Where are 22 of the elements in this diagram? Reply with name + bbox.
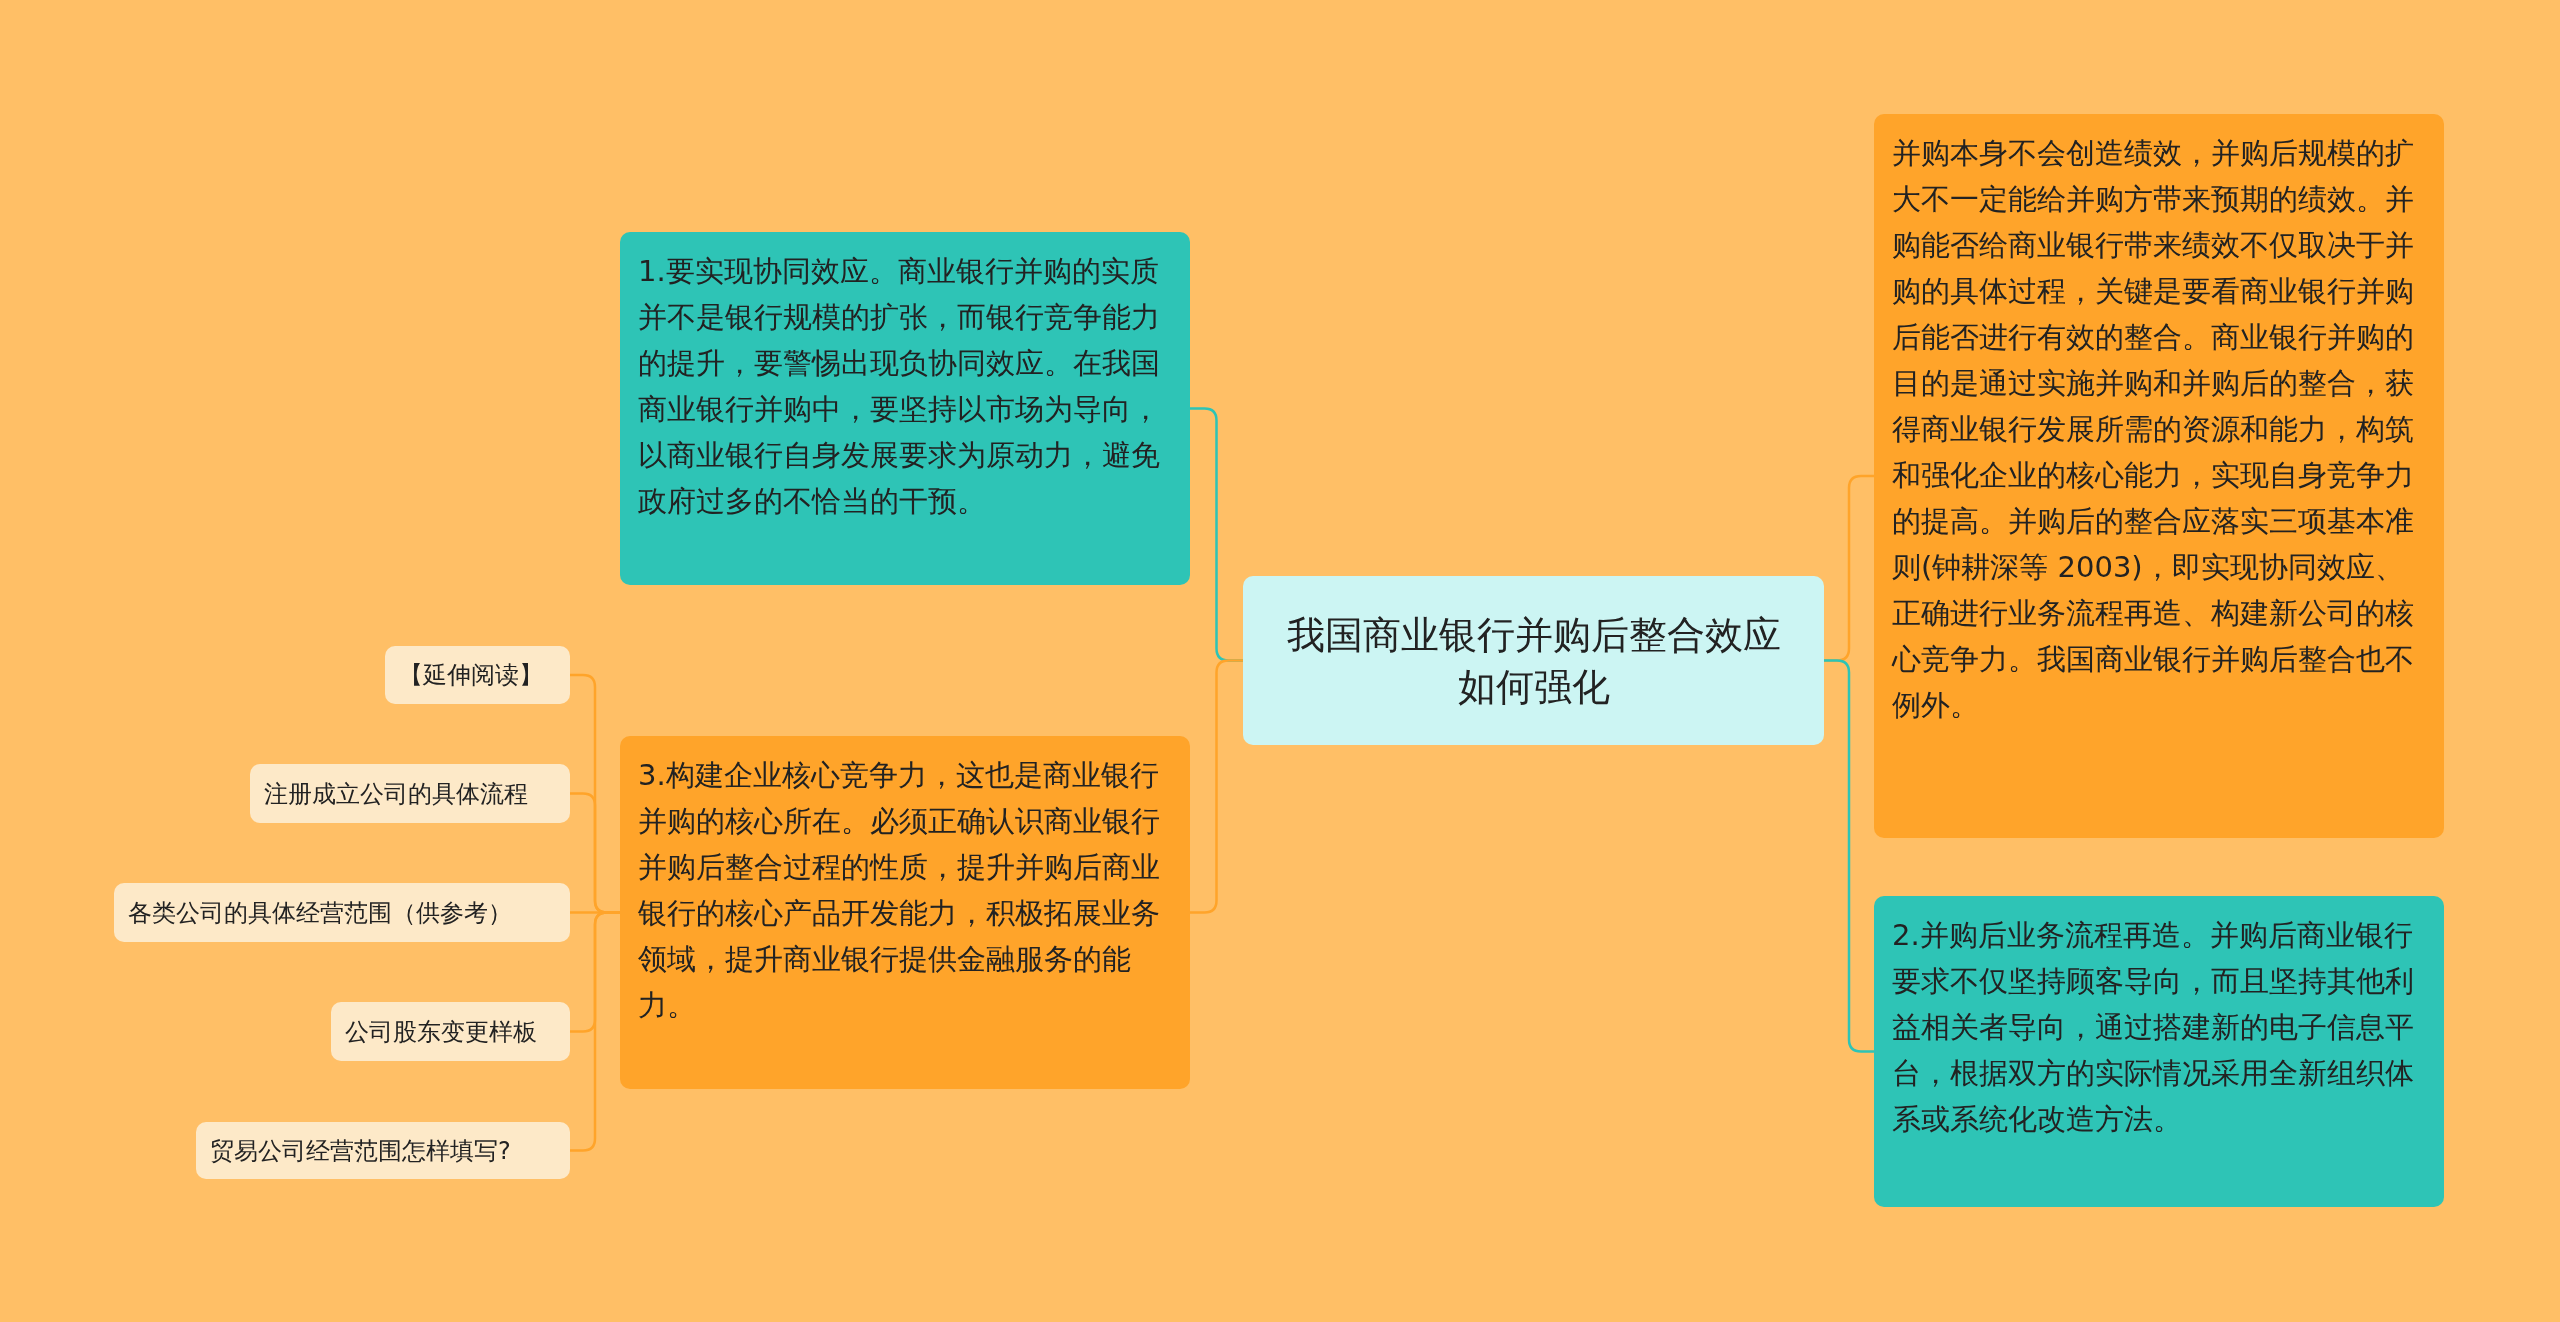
topic-box (620, 232, 1190, 585)
topic-text: 各类公司的具体经营范围（供参考） (128, 897, 512, 928)
topic-box (620, 736, 1190, 1089)
topic-text: 【延伸阅读】 (399, 660, 543, 690)
connector-line (1824, 659, 1874, 1053)
topic-text: 贸易公司经营范围怎样填写? (210, 1135, 511, 1166)
topic-text: 2.并购后业务流程再造。并购后商业银行要求不仅坚持顾客导向，而且坚持其他利益相关者导向，通过搭建新的电子信息平台，根据双方的实际情况采用全新组织体系或系统化改造方法。 (1892, 918, 2414, 1136)
topic-box (114, 883, 570, 942)
topic-text: 1.要实现协同效应。商业银行并购的实质并不是银行规模的扩张，而银行竞争能力的提升，要警惕出现负协同效应。在我国商业银行并购中，要坚持以市场为导向，以商业银行自身发展要求为原动力，避免政府过多的不恰当的干预。 (638, 254, 1160, 518)
topic-text: 公司股东变更样板 (345, 1016, 537, 1047)
topic-box (196, 1122, 570, 1179)
central-topic-box (1243, 576, 1824, 745)
connector-line (570, 911, 620, 1152)
topic-box (1874, 114, 2444, 838)
topic-box (250, 764, 570, 823)
topic-text: 我国商业银行并购后整合效应如何强化 (1285, 611, 1782, 711)
topic-box (1874, 896, 2444, 1207)
topic-text: 注册成立公司的具体流程 (264, 778, 528, 809)
topic-text: 3.构建企业核心竞争力，这也是商业银行并购的核心所在。必须正确认识商业银行并购后整合过程的性质，提升并购后商业银行的核心产品开发能力，积极拓展业务领域，提升商业银行提供金融服务的能力。 (638, 758, 1160, 1022)
topic-box (331, 1002, 570, 1061)
topic-box (385, 646, 570, 704)
topic-text: 并购本身不会创造绩效，并购后规模的扩大不一定能给并购方带来预期的绩效。并购能否给商业银行带来绩效不仅取决于并购的具体过程，关键是要看商业银行并购后能否进行有效的整合。商业银行并购的目的是通过实施并购和并购后的整合，获得商业银行发展所需的资源和能力，构筑和强化企业的核心能力，实现自身竞争力的提高。并购后的整合应落实三项基本准则(钟耕深等 2003)，即实现协同效应、正确进行业务流程再造、构建新公司的核心竞争力。我国商业银行并购后整合也不例外。 (1892, 136, 2414, 722)
